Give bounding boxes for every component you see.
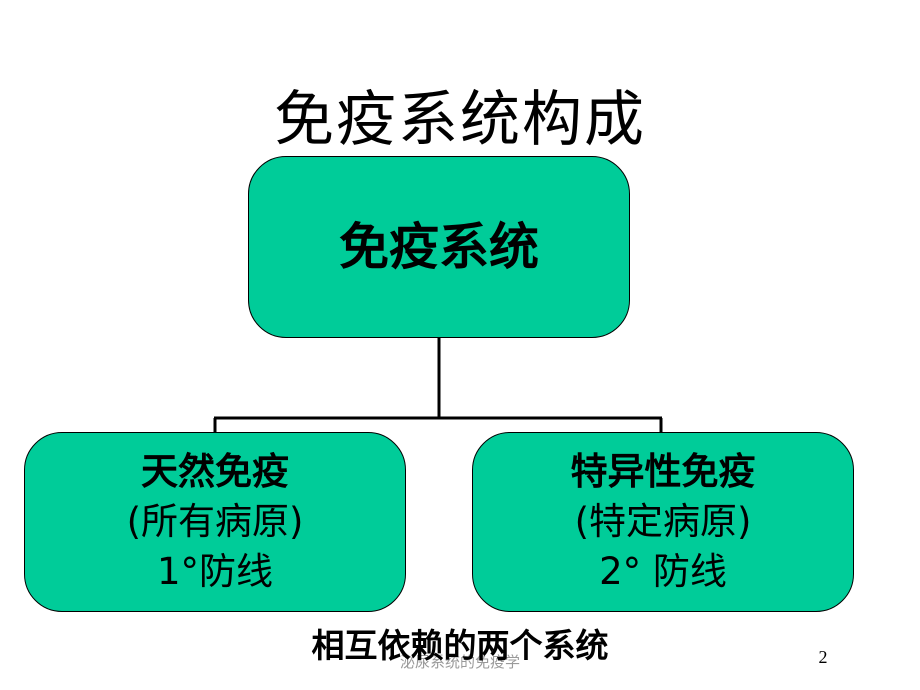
node-adaptive-scope: (特定病原)	[574, 500, 752, 543]
node-adaptive-defense-line: 2° 防线	[599, 550, 727, 593]
node-innate-defense-line: 1°防线	[156, 550, 274, 593]
slide-title: 免疫系统构成	[274, 85, 646, 155]
node-adaptive-immunity: 特异性免疫 (特定病原) 2° 防线	[472, 432, 854, 612]
page-number: 2	[818, 647, 828, 667]
node-innate-immunity: 天然免疫 (所有病原) 1°防线	[24, 432, 406, 612]
footer-caption: 相互依赖的两个系统	[311, 626, 609, 665]
node-root-label: 免疫系统	[339, 218, 539, 276]
node-innate-title: 天然免疫	[141, 450, 289, 493]
node-immune-system: 免疫系统	[248, 156, 630, 338]
node-innate-scope: (所有病原)	[126, 500, 304, 543]
node-adaptive-title: 特异性免疫	[570, 450, 756, 493]
footer-watermark: 泌尿系统的免疫学	[399, 653, 520, 671]
